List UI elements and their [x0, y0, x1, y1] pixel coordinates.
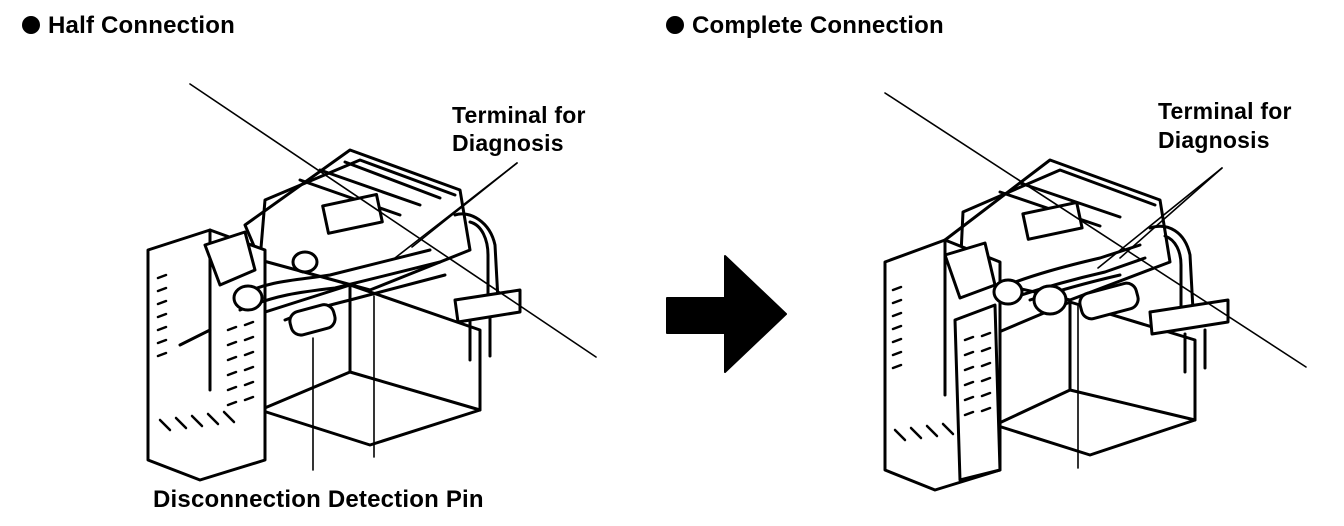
half-terminal-label-line2: Diagnosis — [452, 130, 564, 156]
disconnection-pin-label: Disconnection Detection Pin — [153, 486, 484, 513]
complete-connection-heading: Complete Connection — [666, 12, 944, 40]
bullet-icon — [666, 16, 684, 34]
complete-connection-connector — [883, 158, 1230, 492]
half-connection-slots — [156, 273, 255, 432]
half-connection-connector — [146, 148, 522, 482]
half-connection-leaders — [189, 83, 597, 471]
complete-terminal-label-line1: Terminal for — [1158, 98, 1292, 124]
complete-terminal-label-line2: Diagnosis — [1158, 127, 1270, 153]
half-connection-heading: Half Connection — [22, 12, 235, 40]
half-terminal-label-line1: Terminal for — [452, 102, 586, 128]
complete-connection-leaders — [884, 92, 1307, 469]
arrow-right-icon — [666, 255, 787, 373]
bullet-icon — [22, 16, 40, 34]
complete-connection-title: Complete Connection — [692, 12, 944, 39]
half-connection-title: Half Connection — [48, 12, 235, 39]
complete-connection-slots — [891, 285, 992, 442]
